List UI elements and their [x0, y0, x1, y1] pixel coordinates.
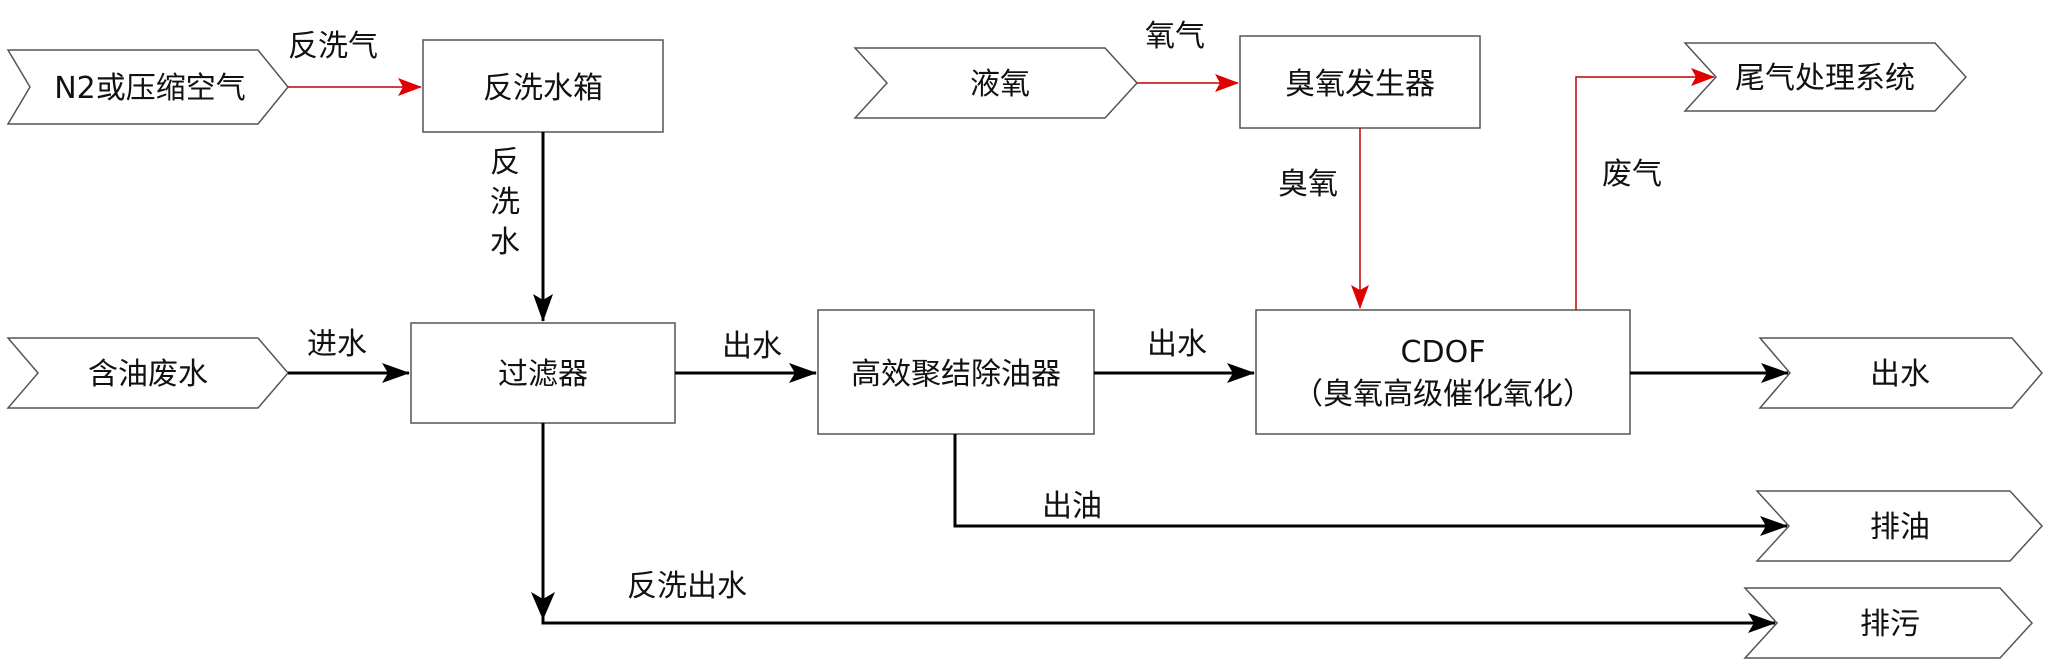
node-coalescer-label: 高效聚结除油器 [851, 357, 1061, 392]
node-n2-air-label: N2或压缩空气 [54, 71, 246, 106]
label-water-out-1: 出水 [722, 329, 782, 364]
node-tail-gas-system: 尾气处理系统 [1683, 42, 1968, 112]
node-liquid-oxygen: 液氧 [853, 47, 1139, 119]
node-n2-air: N2或压缩空气 [6, 49, 289, 125]
label-waste-gas: 废气 [1602, 157, 1662, 192]
node-backwash-tank: 反洗水箱 [422, 39, 664, 133]
node-sewage-discharge-label: 排污 [1860, 607, 1920, 642]
arrow-oil-out [953, 434, 1788, 536]
label-water-out-2: 出水 [1147, 327, 1207, 362]
node-cdof-label-line2: （臭氧高级催化氧化） [1293, 377, 1593, 412]
node-cdof-label-line1: CDOF [1401, 335, 1486, 370]
node-outlet-water: 出水 [1758, 337, 2043, 409]
node-oil-discharge-label: 排油 [1870, 510, 1930, 545]
node-oil-discharge: 排油 [1755, 490, 2044, 562]
node-liquid-oxygen-label: 液氧 [970, 67, 1030, 102]
node-filter-label: 过滤器 [498, 357, 588, 392]
label-ozone: 臭氧 [1278, 167, 1338, 202]
node-backwash-tank-label: 反洗水箱 [483, 71, 603, 106]
arrow-backwash-out-head [531, 592, 555, 620]
label-backwash-gas: 反洗气 [288, 29, 378, 64]
node-outlet-water-label: 出水 [1870, 357, 1930, 392]
label-backwash-water-2: 洗 [490, 185, 520, 220]
node-tail-gas-system-label: 尾气处理系统 [1735, 61, 1915, 96]
label-oil-out: 出油 [1042, 489, 1102, 524]
label-oxygen: 氧气 [1145, 19, 1205, 54]
node-coalescer: 高效聚结除油器 [817, 309, 1095, 435]
node-cdof: CDOF （臭氧高级催化氧化） [1255, 309, 1631, 435]
node-oily-wastewater: 含油废水 [6, 337, 289, 409]
arrow-backwash-out [541, 423, 1776, 633]
node-oily-wastewater-label: 含油废水 [88, 357, 208, 392]
label-backwash-water-1: 反 [490, 145, 520, 180]
arrow-waste-gas [1575, 68, 1715, 310]
node-ozone-generator: 臭氧发生器 [1239, 35, 1481, 129]
node-filter: 过滤器 [410, 322, 676, 424]
label-water-in: 进水 [307, 327, 367, 362]
node-ozone-generator-label: 臭氧发生器 [1285, 67, 1435, 102]
node-sewage-discharge: 排污 [1743, 587, 2034, 659]
label-backwash-water-3: 水 [490, 225, 520, 260]
label-backwash-out: 反洗出水 [627, 569, 747, 604]
